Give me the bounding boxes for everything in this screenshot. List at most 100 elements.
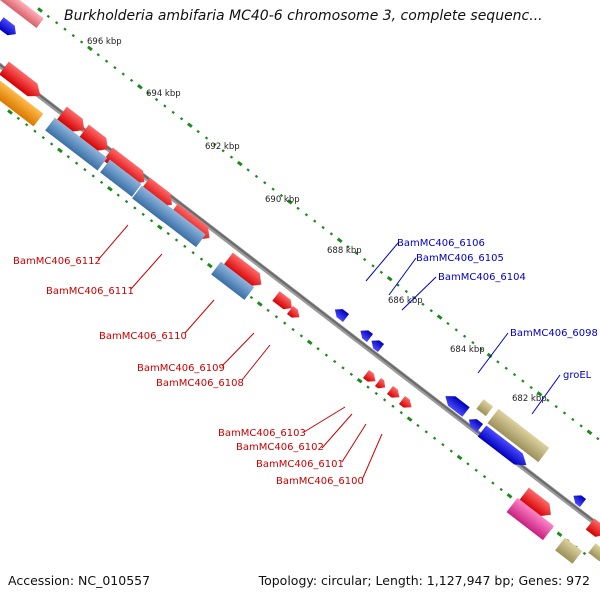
- scale-tick-mark: [229, 155, 234, 159]
- scale-tick-mark: [33, 129, 37, 133]
- scale-tick-mark: [41, 135, 45, 140]
- scale-tick-mark: [521, 379, 525, 383]
- scale-tick-mark: [536, 391, 543, 397]
- scale-tick-mark: [16, 116, 20, 121]
- feature-red-bottom-right: [519, 487, 551, 517]
- scale-tick-mark: [571, 417, 575, 422]
- feature-salmon: [0, 0, 44, 29]
- scale-tick-mark: [371, 264, 375, 268]
- scale-tick-mark: [87, 45, 93, 52]
- scale-tick-mark: [579, 424, 583, 428]
- scale-tick-mark: [254, 174, 259, 178]
- gene-label: BamMC406_6108: [156, 378, 244, 389]
- scale-tick-mark: [54, 21, 59, 25]
- scale-tick-mark: [416, 423, 420, 428]
- scale-tick-682: 682 kbp: [512, 394, 547, 404]
- feature-gene-6102: [374, 378, 386, 389]
- scale-tick-mark: [191, 251, 195, 255]
- scale-tick-694: 694 kbp: [146, 89, 181, 99]
- genome-summary-text: Topology: circular; Length: 1,127,947 bp…: [258, 573, 590, 588]
- scale-tick-mark: [341, 366, 345, 370]
- scale-tick-mark: [74, 161, 79, 165]
- scale-tick-mark: [129, 78, 134, 83]
- scale-tick-mark: [104, 59, 109, 63]
- scale-tick-mark: [154, 97, 159, 102]
- scale-tick-mark: [121, 72, 125, 76]
- scale-tick-mark: [582, 551, 587, 556]
- scale-tick-mark: [63, 27, 67, 31]
- scale-tick-mark: [554, 405, 558, 409]
- scale-tick-mark: [354, 251, 359, 255]
- scale-tick-mark: [382, 398, 387, 402]
- scale-tick-mark: [449, 449, 453, 453]
- feature-gene-6112: [57, 106, 85, 132]
- scale-tick-mark: [496, 360, 500, 364]
- feature-blue-topleft: [0, 17, 16, 36]
- scale-tick-mark: [349, 372, 354, 376]
- scale-tick-mark: [363, 257, 367, 262]
- scale-tick-mark: [429, 309, 433, 313]
- scale-tick-mark: [546, 398, 550, 402]
- scale-tick-mark: [396, 283, 400, 287]
- scale-tick-mark: [346, 245, 350, 249]
- scale-tick-mark: [71, 33, 75, 38]
- gene-label: BamMC406_6106: [397, 238, 485, 249]
- scale-tick-mark: [99, 180, 104, 185]
- scale-tick-mark: [386, 275, 393, 282]
- scale-tick-mark: [49, 142, 54, 146]
- scale-tick-mark: [421, 302, 425, 306]
- gene-label: BamMC406_6103: [218, 428, 306, 439]
- scale-tick-mark: [256, 301, 263, 307]
- scale-tick-mark: [291, 327, 295, 332]
- gene-label: BamMC406_6098: [510, 328, 598, 339]
- scale-tick-mark: [313, 219, 317, 223]
- feature-rna-3: [132, 185, 173, 222]
- scale-tick-mark: [266, 308, 270, 312]
- gene-labels-right: BamMC406_6106 BamMC406_6105 BamMC406_610…: [397, 238, 598, 381]
- scale-tick-mark: [596, 437, 600, 441]
- scale-tick-mark: [329, 232, 334, 236]
- feature-red-small-a: [272, 291, 292, 310]
- scale-tick-mark: [196, 129, 200, 134]
- feature-red-small-b: [286, 306, 300, 318]
- feature-olive-1: [476, 399, 494, 417]
- feature-groEL: [477, 425, 527, 466]
- scale-tick-mark: [506, 493, 513, 499]
- scale-tick-mark: [186, 122, 193, 128]
- scale-tick-mark: [221, 149, 225, 153]
- scale-tick-mark: [246, 168, 250, 172]
- scale-tick-mark: [436, 314, 443, 320]
- scale-tick-mark: [399, 411, 403, 415]
- scale-tick-mark: [249, 295, 254, 300]
- scale-tick-mark: [156, 224, 163, 230]
- scale-tick-mark: [174, 238, 179, 242]
- scale-tick-mark: [482, 475, 487, 479]
- gene-labels-left: BamMC406_6112 BamMC406_6111 BamMC406_611…: [13, 256, 364, 487]
- scale-tick-mark: [562, 411, 567, 415]
- scale-tick-mark: [306, 339, 313, 346]
- scale-tick-mark: [586, 429, 593, 435]
- scale-tick-mark: [179, 117, 184, 121]
- scale-tick-684: 684 kbp: [450, 345, 485, 355]
- gene-label: BamMC406_6109: [137, 363, 225, 374]
- scale-tick-mark: [271, 187, 275, 191]
- gene-label: BamMC406_6102: [236, 442, 324, 453]
- gene-label: BamMC406_6110: [99, 331, 187, 342]
- scale-tick-mark: [66, 155, 70, 159]
- gene-label: BamMC406_6112: [13, 256, 101, 267]
- scale-tick-686: 686 kbp: [388, 296, 423, 306]
- feature-olive-2: [487, 408, 550, 463]
- feature-gene-6109: [140, 177, 172, 207]
- gene-label: BamMC406_6111: [46, 286, 134, 297]
- scale-tick-mark: [57, 147, 63, 154]
- scale-tick-mark: [83, 167, 87, 172]
- scale-tick-mark: [286, 199, 293, 205]
- feature-gene-6104: [371, 340, 385, 352]
- scale-tick-mark: [379, 270, 384, 274]
- scale-tick-mark: [324, 353, 329, 357]
- scale-tick-692: 692 kbp: [205, 142, 240, 152]
- feature-gene-6100: [398, 396, 412, 408]
- gene-label: BamMC406_6101: [256, 459, 344, 470]
- feature-rna-2: [100, 159, 142, 197]
